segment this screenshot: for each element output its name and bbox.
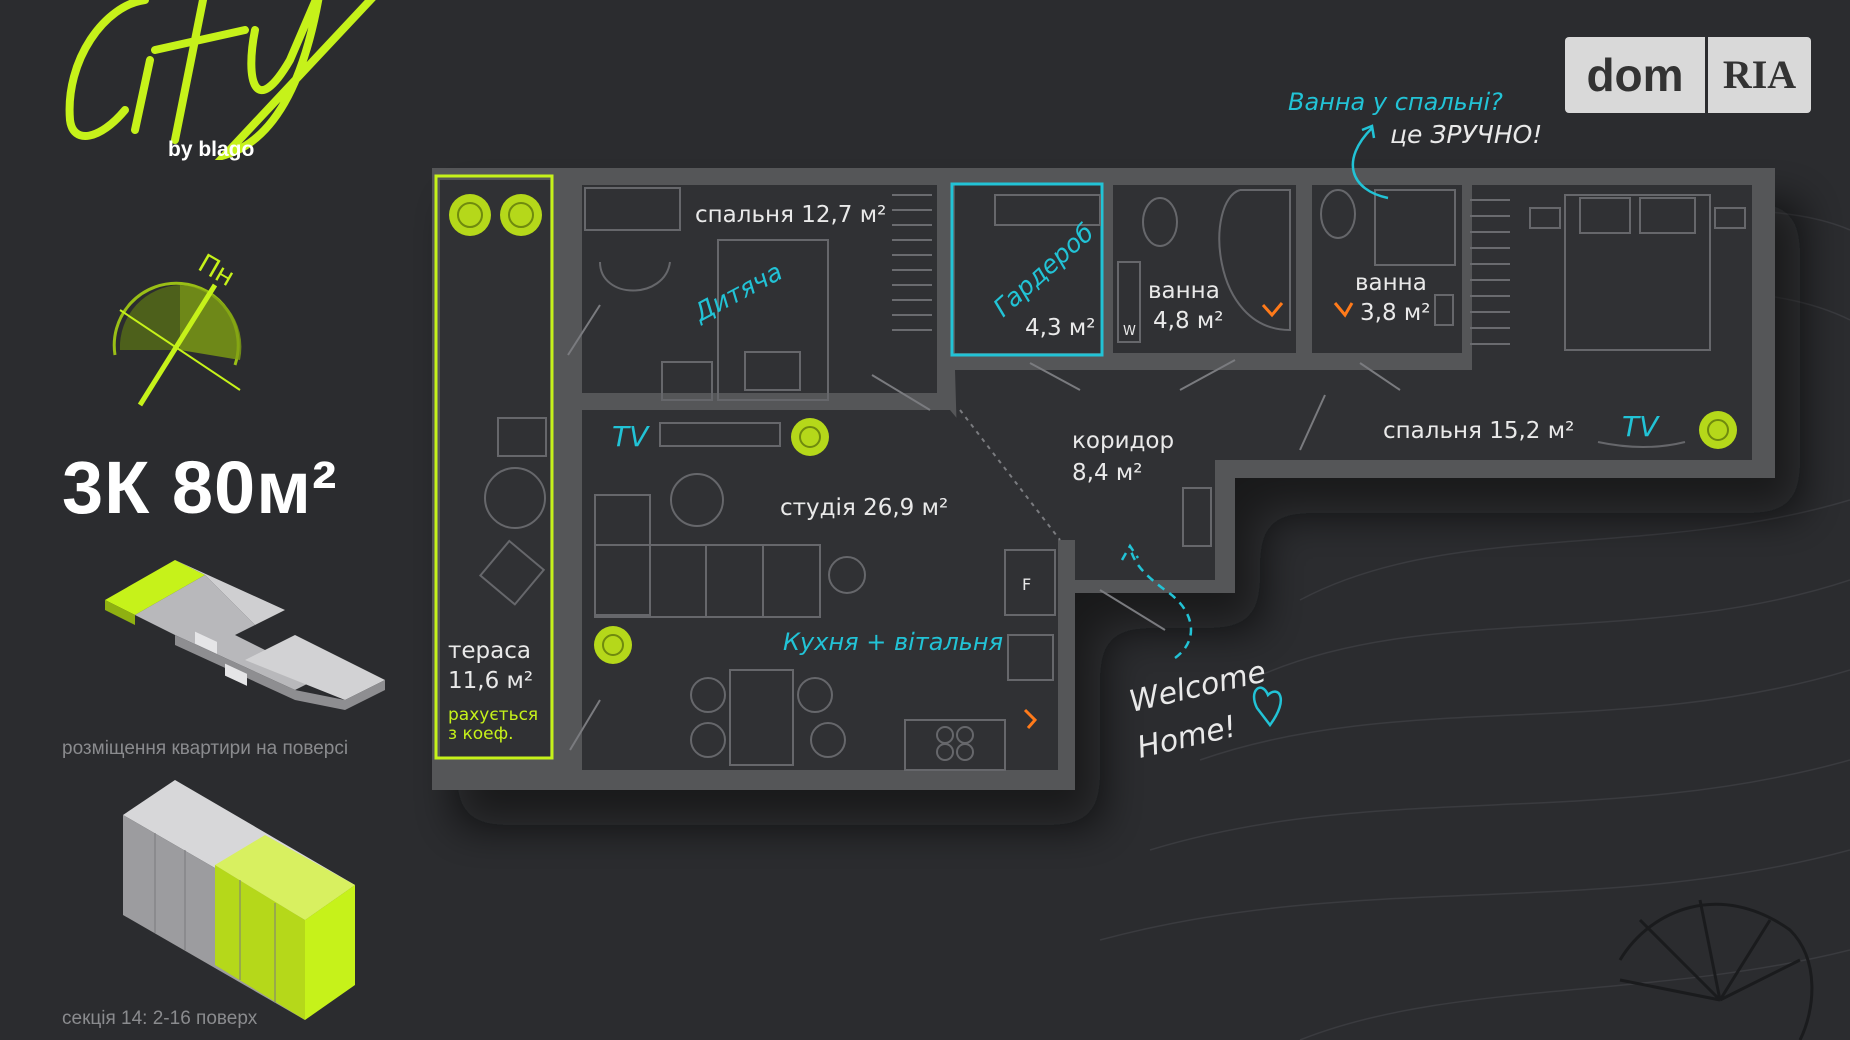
heart-icon [1252,686,1282,728]
note-arrow [1351,124,1389,200]
label-bedroom1: спальня 12,7 м² [695,202,886,228]
label-bedroom2: спальня 15,2 м² [1383,418,1574,444]
section-caption: секція 14: 2-16 поверх [62,1008,258,1029]
label-terrace-note2: з коеф. [448,724,514,744]
label-tv-studio: TV [612,420,650,453]
label-washer: W [1123,324,1136,339]
compass-icon: Пн [112,249,242,407]
floor-placement-diagram [105,560,385,710]
label-wardrobe-area: 4,3 м² [1025,315,1095,341]
note-welcome: Welcome [1126,654,1269,719]
city-logo [65,0,376,160]
note-bath-answer: це ЗРУЧНО! [1390,120,1542,149]
welcome-arrow [1120,543,1193,660]
domria-watermark: dom RIA [1565,37,1811,113]
label-terrace-area: 11,6 м² [448,668,533,694]
label-terrace-note1: рахується [448,705,538,725]
label-fridge: F [1022,575,1031,594]
label-bath1-area: 4,8 м² [1153,308,1223,334]
bedroom2-floor [1472,185,1752,460]
section-diagram [123,780,355,1020]
label-bath2-area: 3,8 м² [1360,300,1430,326]
label-studio: студія 26,9 м² [780,495,948,521]
plants [449,194,1737,664]
wardrobe-floor [955,185,1103,353]
bath2-floor [1312,185,1462,353]
label-corridor: коридор [1072,428,1174,454]
door-swings [567,304,1401,751]
apartment-title: 3К 80м² [62,446,338,529]
label-corridor-area: 8,4 м² [1072,460,1142,486]
note-home: Home! [1134,709,1240,766]
watermark-divider [1705,37,1708,113]
label-terrace: тераса [448,638,531,664]
note-bath-question: Ванна у спальні? [1288,88,1503,116]
watermark-dom: dom [1586,49,1684,101]
floor-caption: розміщення квартири на поверсі [62,738,349,759]
label-bath1: ванна [1148,278,1220,304]
corridor-floor [955,370,1472,580]
label-bath2: ванна [1355,270,1427,296]
terrace-outline [434,174,554,760]
watermark-ria: RIA [1722,52,1797,97]
label-kitchen: Кухня + вітальня [783,628,1003,656]
logo-byline: by blago [168,138,255,161]
water-points [1023,302,1354,729]
furniture [478,187,1746,771]
label-tv-bedroom2: TV [1622,410,1660,443]
terrace-floor [440,180,550,757]
tree-decoration [1618,899,1814,1040]
wardrobe-outline [950,182,1104,357]
